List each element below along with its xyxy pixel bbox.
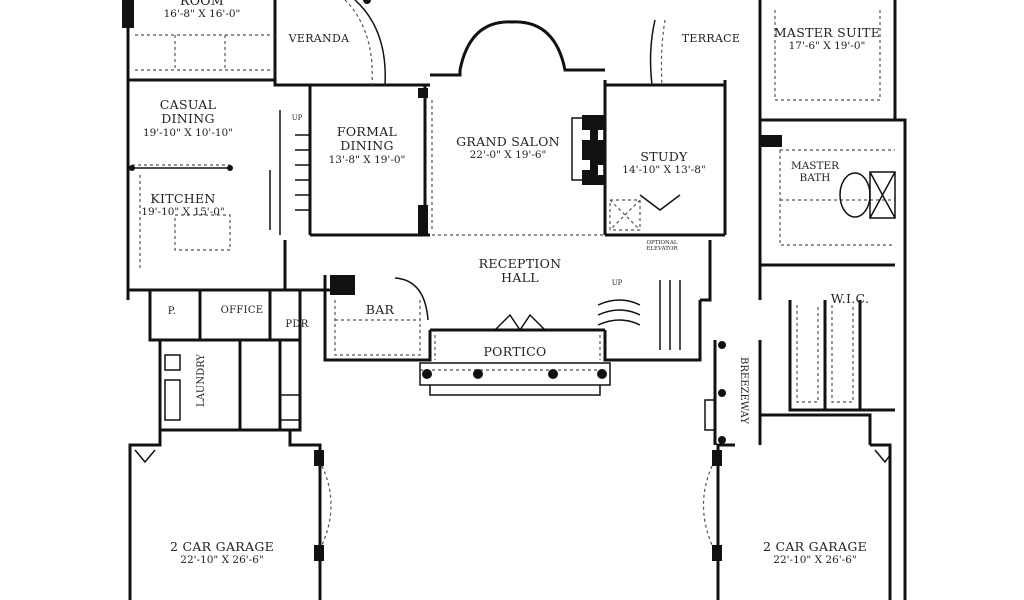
kitchen-name: KITCHEN — [150, 191, 216, 206]
study-name: STUDY — [640, 149, 688, 164]
casual-dining-label: CASUAL DINING 19'-10" X 10'-10" — [142, 97, 234, 139]
reception-hall-name-1: RECEPTION — [478, 256, 562, 271]
salon-bay — [418, 20, 607, 235]
reception-walls — [285, 240, 712, 396]
breezeway-walls — [704, 340, 872, 445]
optional-elevator-name-1: OPTIONAL — [646, 240, 678, 246]
kitchen-dims: 19'-10" X 15'-0" — [141, 206, 225, 219]
optional-elevator-name-2: ELEVATOR — [646, 246, 678, 253]
veranda-walls — [273, 0, 430, 87]
study-walls — [605, 0, 762, 300]
kitchen-label: KITCHEN 19'-10" X 15'-0" — [141, 191, 225, 219]
portico-label: PORTICO — [483, 344, 547, 359]
garage-left-dims: 22'-10" X 26'-6" — [180, 554, 264, 567]
garage-right-dims: 22'-10" X 26'-6" — [773, 554, 857, 567]
room-name: ROOM — [180, 0, 224, 8]
stair-up-right: UP — [611, 279, 623, 287]
pdr-label: PDR — [285, 319, 309, 330]
stair-up-left: UP — [291, 114, 303, 122]
master-suite-label: MASTER SUITE 17'-6" X 19'-0" — [773, 25, 881, 53]
master-bath-label: MASTER BATH — [791, 160, 839, 184]
garage-left-name: 2 CAR GARAGE — [169, 539, 275, 554]
reception-hall-label: RECEPTION HALL — [478, 256, 562, 286]
formal-dining-name-1: FORMAL — [336, 124, 398, 139]
pantry-label: P. — [167, 306, 177, 317]
formal-dining-label: FORMAL DINING 13'-8" X 19'-0" — [328, 124, 406, 166]
bar-label: BAR — [365, 302, 395, 317]
room-dims: 16'-8" X 16'-0" — [163, 8, 241, 21]
terrace-label: TERRACE — [681, 32, 741, 45]
formal-dining-name-2: DINING — [340, 138, 394, 154]
service-walls — [148, 290, 302, 432]
laundry-label: LAUNDRY — [195, 354, 207, 407]
casual-dining-dims: 19'-10" X 10'-10" — [142, 126, 234, 139]
master-suite-name: MASTER SUITE — [773, 25, 881, 40]
study-dims: 14'-10" X 13'-8" — [622, 164, 706, 177]
reception-hall-name-2: HALL — [501, 270, 539, 286]
grand-salon-dims: 22'-0" X 19'-6" — [469, 149, 547, 162]
breezeway-label: BREEZEWAY — [737, 357, 749, 424]
garage-right-name: 2 CAR GARAGE — [762, 539, 868, 554]
formal-dining-dims: 13'-8" X 19'-0" — [328, 153, 406, 166]
garage-walls — [128, 430, 892, 600]
garage-left-label: 2 CAR GARAGE 22'-10" X 26'-6" — [169, 539, 275, 567]
room-walls — [122, 0, 277, 300]
grand-salon-name: GRAND SALON — [456, 134, 560, 149]
garage-right-label: 2 CAR GARAGE 22'-10" X 26'-6" — [762, 539, 868, 567]
wic-label: W.I.C. — [830, 291, 870, 306]
veranda-label: VERANDA — [288, 32, 350, 45]
casual-dining-name-1: CASUAL — [159, 97, 217, 112]
grand-salon-label: GRAND SALON 22'-0" X 19'-6" — [456, 134, 560, 162]
master-bath-name-2: BATH — [799, 172, 831, 185]
master-bath-name-1: MASTER — [790, 160, 840, 172]
optional-elevator-label: OPTIONAL ELEVATOR — [646, 240, 677, 253]
master-suite-dims: 17'-6" X 19'-0" — [788, 40, 866, 53]
casual-dining-name-2: DINING — [161, 111, 215, 127]
room-label: ROOM 16'-8" X 16'-0" — [164, 0, 241, 20]
study-label: STUDY 14'-10" X 13'-8" — [622, 149, 706, 177]
office-label: OFFICE — [220, 305, 264, 316]
master-walls — [760, 0, 907, 600]
